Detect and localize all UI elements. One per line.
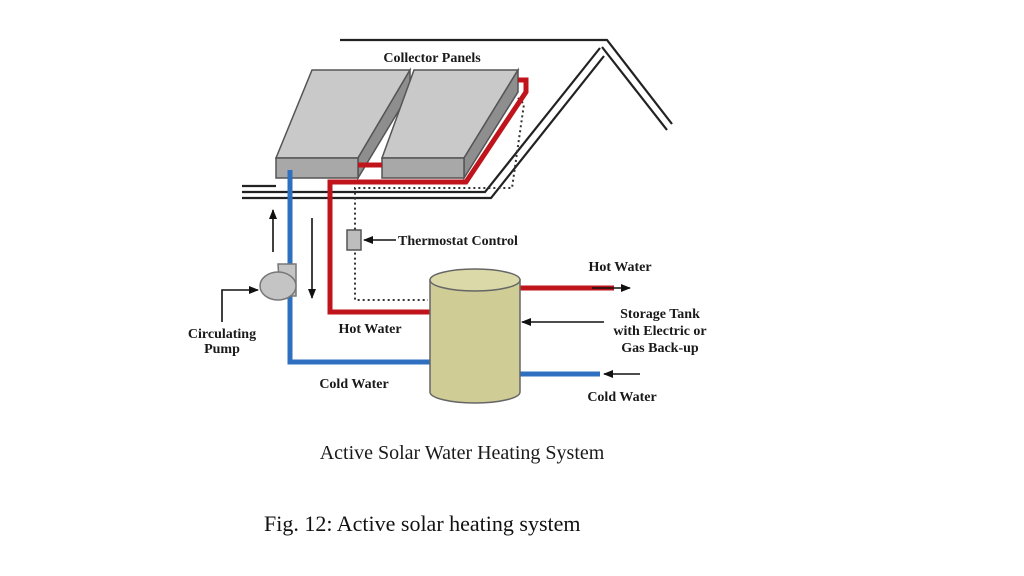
circulating-pump-label-line2: Pump — [204, 342, 240, 357]
thermostat-box — [346, 229, 362, 251]
figure-caption: Fig. 12: Active solar heating system — [264, 511, 581, 536]
cold-water-pipe-label: Cold Water — [319, 377, 388, 392]
circulating-pump — [259, 263, 297, 301]
thermostat-wiring — [354, 97, 526, 301]
circulating-pump-label-line1: Circulating — [188, 327, 256, 342]
storage-tank-label-line2: with Electric or — [613, 324, 706, 339]
diagram-title: Active Solar Water Heating System — [320, 442, 605, 464]
collector-panel-right — [380, 67, 520, 181]
storage-tank-label-line3: Gas Back-up — [621, 341, 699, 356]
cold-water-in-label: Cold Water — [587, 390, 656, 405]
collector-panel-left — [274, 67, 412, 181]
cold-water-pipe — [287, 170, 600, 377]
hot-water-out-label: Hot Water — [588, 260, 651, 275]
roof — [242, 38, 673, 200]
flow-arrows — [221, 209, 640, 378]
hot-water-pipe-label: Hot Water — [338, 322, 401, 337]
storage-tank-label-line1: Storage Tank — [620, 307, 700, 322]
collector-panels-label: Collector Panels — [383, 51, 481, 66]
thermostat-control-label: Thermostat Control — [398, 234, 518, 249]
storage-tank — [429, 268, 521, 404]
pump-pointer-arrow — [221, 286, 259, 322]
